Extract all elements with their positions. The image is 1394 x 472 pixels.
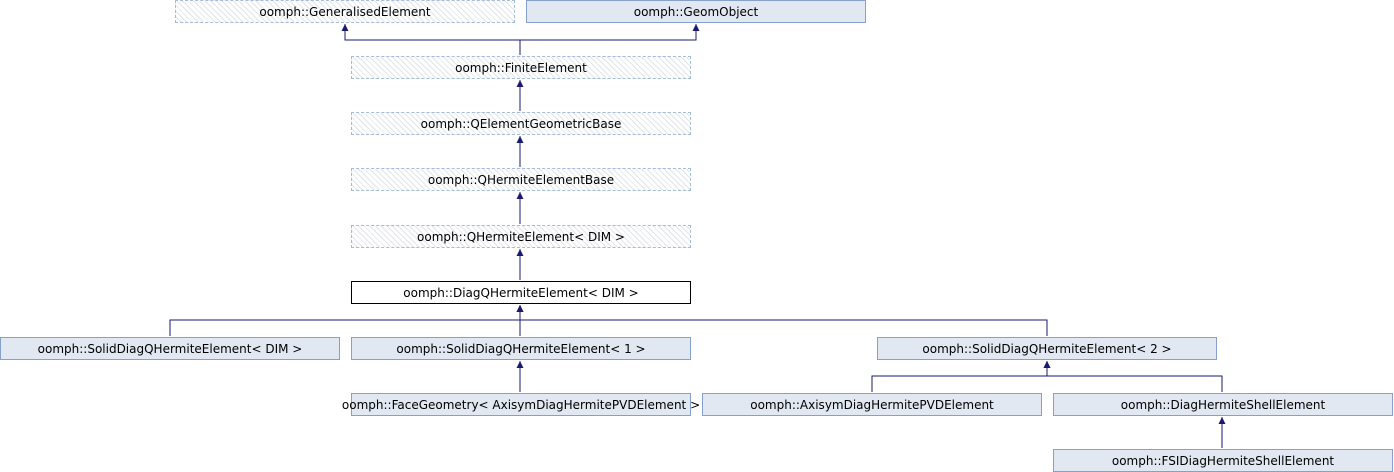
node-label: oomph::QHermiteElement< DIM > xyxy=(417,229,625,244)
edge-solid2-to-diag xyxy=(516,305,1048,336)
node-qelement-geometric-base[interactable]: oomph::QElementGeometricBase xyxy=(351,112,691,135)
edge-finite-to-generalised xyxy=(341,24,521,55)
node-diag-shell[interactable]: oomph::DiagHermiteShellElement xyxy=(1053,393,1393,416)
node-label: oomph::AxisymDiagHermitePVDElement xyxy=(750,397,994,412)
node-label: oomph::SolidDiagQHermiteElement< 1 > xyxy=(396,341,646,356)
node-finite-element[interactable]: oomph::FiniteElement xyxy=(351,56,691,79)
node-face-geometry[interactable]: oomph::FaceGeometry< AxisymDiagHermitePV… xyxy=(342,393,700,416)
node-fsi-shell[interactable]: oomph::FSIDiagHermiteShellElement xyxy=(1053,449,1393,472)
edge-shell-to-solid2 xyxy=(1043,361,1223,392)
node-label: oomph::GeneralisedElement xyxy=(259,4,431,19)
node-solid-diag-2[interactable]: oomph::SolidDiagQHermiteElement< 2 > xyxy=(877,337,1217,360)
node-solid-diag-dim[interactable]: oomph::SolidDiagQHermiteElement< DIM > xyxy=(0,337,340,360)
node-generalised-element[interactable]: oomph::GeneralisedElement xyxy=(175,0,515,23)
node-label: oomph::FSIDiagHermiteShellElement xyxy=(1111,453,1335,468)
node-label: oomph::GeomObject xyxy=(633,4,759,19)
node-label: oomph::QHermiteElementBase xyxy=(427,172,615,187)
edge-finite-to-geomobject xyxy=(519,24,700,55)
node-axisym-pvd[interactable]: oomph::AxisymDiagHermitePVDElement xyxy=(702,393,1042,416)
node-solid-diag-1[interactable]: oomph::SolidDiagQHermiteElement< 1 > xyxy=(351,337,691,360)
node-geom-object[interactable]: oomph::GeomObject xyxy=(526,0,866,23)
node-qhermite-element[interactable]: oomph::QHermiteElement< DIM > xyxy=(351,225,691,248)
node-label: oomph::FaceGeometry< AxisymDiagHermitePV… xyxy=(341,397,701,412)
node-label: oomph::DiagHermiteShellElement xyxy=(1120,397,1326,412)
edge-axisym-to-solid2 xyxy=(871,361,1051,392)
node-qhermite-element-base[interactable]: oomph::QHermiteElementBase xyxy=(351,168,691,191)
node-label: oomph::FiniteElement xyxy=(455,60,587,75)
edge-soliddim-to-diag xyxy=(169,305,524,336)
node-diag-qhermite-element: oomph::DiagQHermiteElement< DIM > xyxy=(351,281,691,304)
node-label: oomph::QElementGeometricBase xyxy=(420,116,622,131)
node-label: oomph::DiagQHermiteElement< DIM > xyxy=(403,285,639,300)
node-label: oomph::SolidDiagQHermiteElement< 2 > xyxy=(922,341,1172,356)
node-label: oomph::SolidDiagQHermiteElement< DIM > xyxy=(37,341,303,356)
